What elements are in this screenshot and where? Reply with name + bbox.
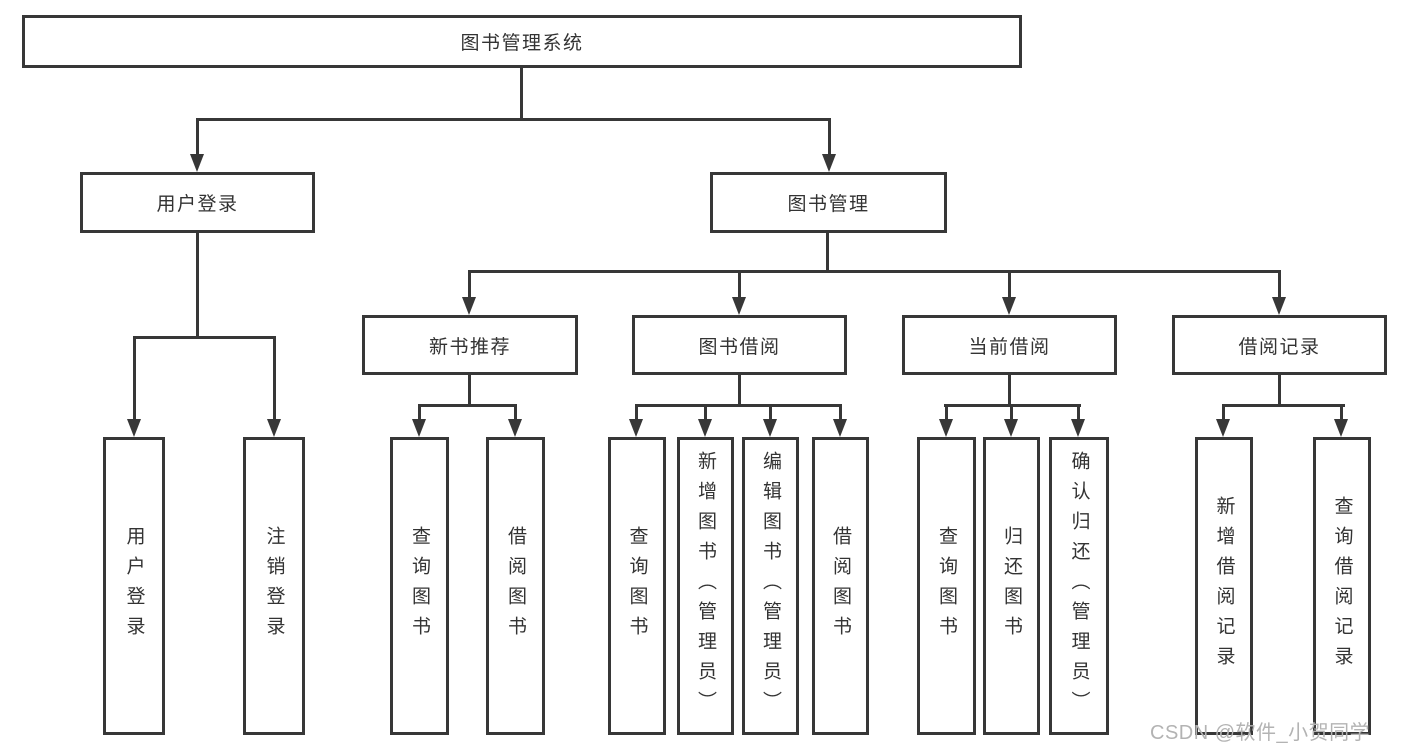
node-new-book-recommend-label: 新书推荐 <box>428 336 511 358</box>
leaf-br-query-record-label: 查询借阅记录 <box>1331 496 1353 676</box>
node-user-login: 用户登录 <box>80 172 315 233</box>
connector-line <box>1222 404 1225 419</box>
leaf-logout: 注销登录 <box>243 437 305 735</box>
connector-line <box>1008 375 1011 406</box>
node-current-borrow: 当前借阅 <box>902 315 1117 375</box>
leaf-cb-confirm-return-admin-label: 确认归还（管理员） <box>1068 451 1090 721</box>
leaf-bb-add-books-admin-label: 新增图书（管理员） <box>695 451 716 721</box>
connector-line <box>418 404 517 407</box>
leaf-cb-return-books-label: 归还图书 <box>1001 526 1022 646</box>
node-book-borrow: 图书借阅 <box>632 315 847 375</box>
leaf-bb-query-books: 查询图书 <box>608 437 666 735</box>
connector-line <box>196 118 199 154</box>
connector-line <box>273 336 276 419</box>
leaf-cb-query-books-label: 查询图书 <box>936 526 957 646</box>
arrow-down-icon <box>190 154 204 172</box>
connector-line <box>769 404 772 419</box>
arrow-down-icon <box>1334 419 1348 437</box>
leaf-bb-borrow-books-label: 借阅图书 <box>830 526 851 646</box>
connector-line <box>635 404 638 419</box>
leaf-nbr-query-books: 查询图书 <box>390 437 449 735</box>
connector-line <box>514 404 517 419</box>
connector-line <box>468 270 471 298</box>
arrow-down-icon <box>1216 419 1230 437</box>
leaf-cb-query-books: 查询图书 <box>917 437 976 735</box>
leaf-br-add-record: 新增借阅记录 <box>1195 437 1253 735</box>
arrow-down-icon <box>763 419 777 437</box>
arrow-down-icon <box>267 419 281 437</box>
node-borrow-records: 借阅记录 <box>1172 315 1387 375</box>
node-book-management-label: 图书管理 <box>787 194 870 215</box>
arrow-down-icon <box>822 154 836 172</box>
arrow-down-icon <box>508 419 522 437</box>
connector-line <box>1278 270 1281 298</box>
arrow-down-icon <box>698 419 712 437</box>
connector-line <box>1278 375 1281 406</box>
arrow-down-icon <box>732 297 746 315</box>
connector-line <box>1340 404 1343 419</box>
arrow-down-icon <box>127 419 141 437</box>
connector-line <box>133 336 136 419</box>
connector-line <box>196 233 199 336</box>
leaf-nbr-query-books-label: 查询图书 <box>409 526 430 646</box>
leaf-cb-confirm-return-admin: 确认归还（管理员） <box>1049 437 1109 735</box>
connector-line <box>1222 404 1345 407</box>
node-root-label: 图书管理系统 <box>460 33 584 54</box>
node-current-borrow-label: 当前借阅 <box>968 336 1051 358</box>
csdn-watermark: CSDN @软件_小贺同学 <box>1150 722 1371 744</box>
arrow-down-icon <box>1272 297 1286 315</box>
arrow-down-icon <box>629 419 643 437</box>
connector-line <box>1008 270 1011 298</box>
leaf-cb-return-books: 归还图书 <box>983 437 1040 735</box>
leaf-bb-edit-books-admin: 编辑图书（管理员） <box>742 437 799 735</box>
connector-line <box>945 404 948 419</box>
arrow-down-icon <box>833 419 847 437</box>
node-borrow-records-label: 借阅记录 <box>1238 336 1321 358</box>
connector-line <box>468 270 1281 273</box>
connector-line <box>196 118 831 121</box>
leaf-bb-edit-books-admin-label: 编辑图书（管理员） <box>760 451 781 721</box>
node-book-borrow-label: 图书借阅 <box>698 336 781 358</box>
connector-line <box>520 68 523 118</box>
leaf-bb-borrow-books: 借阅图书 <box>812 437 869 735</box>
leaf-bb-query-books-label: 查询图书 <box>626 526 648 646</box>
node-user-login-label: 用户登录 <box>156 194 239 215</box>
node-root: 图书管理系统 <box>22 15 1022 68</box>
leaf-user-login-label: 用户登录 <box>123 526 145 646</box>
arrow-down-icon <box>462 297 476 315</box>
connector-line <box>828 118 831 154</box>
connector-line <box>839 404 842 419</box>
connector-line <box>1077 404 1080 419</box>
connector-line <box>704 404 707 419</box>
arrow-down-icon <box>1071 419 1085 437</box>
connector-line <box>418 404 421 419</box>
arrow-down-icon <box>1002 297 1016 315</box>
leaf-nbr-borrow-books: 借阅图书 <box>486 437 545 735</box>
node-book-management: 图书管理 <box>710 172 947 233</box>
arrow-down-icon <box>1004 419 1018 437</box>
leaf-user-login: 用户登录 <box>103 437 165 735</box>
leaf-bb-add-books-admin: 新增图书（管理员） <box>677 437 734 735</box>
connector-line <box>133 336 276 339</box>
connector-line <box>468 375 471 406</box>
leaf-logout-label: 注销登录 <box>263 526 285 646</box>
connector-line <box>738 270 741 298</box>
leaf-br-query-record: 查询借阅记录 <box>1313 437 1371 735</box>
connector-line <box>635 404 842 407</box>
connector-line <box>826 233 829 272</box>
leaf-nbr-borrow-books-label: 借阅图书 <box>505 526 526 646</box>
arrow-down-icon <box>939 419 953 437</box>
node-new-book-recommend: 新书推荐 <box>362 315 578 375</box>
leaf-br-add-record-label: 新增借阅记录 <box>1213 496 1235 676</box>
connector-line <box>738 375 741 406</box>
arrow-down-icon <box>412 419 426 437</box>
connector-line <box>1010 404 1013 419</box>
